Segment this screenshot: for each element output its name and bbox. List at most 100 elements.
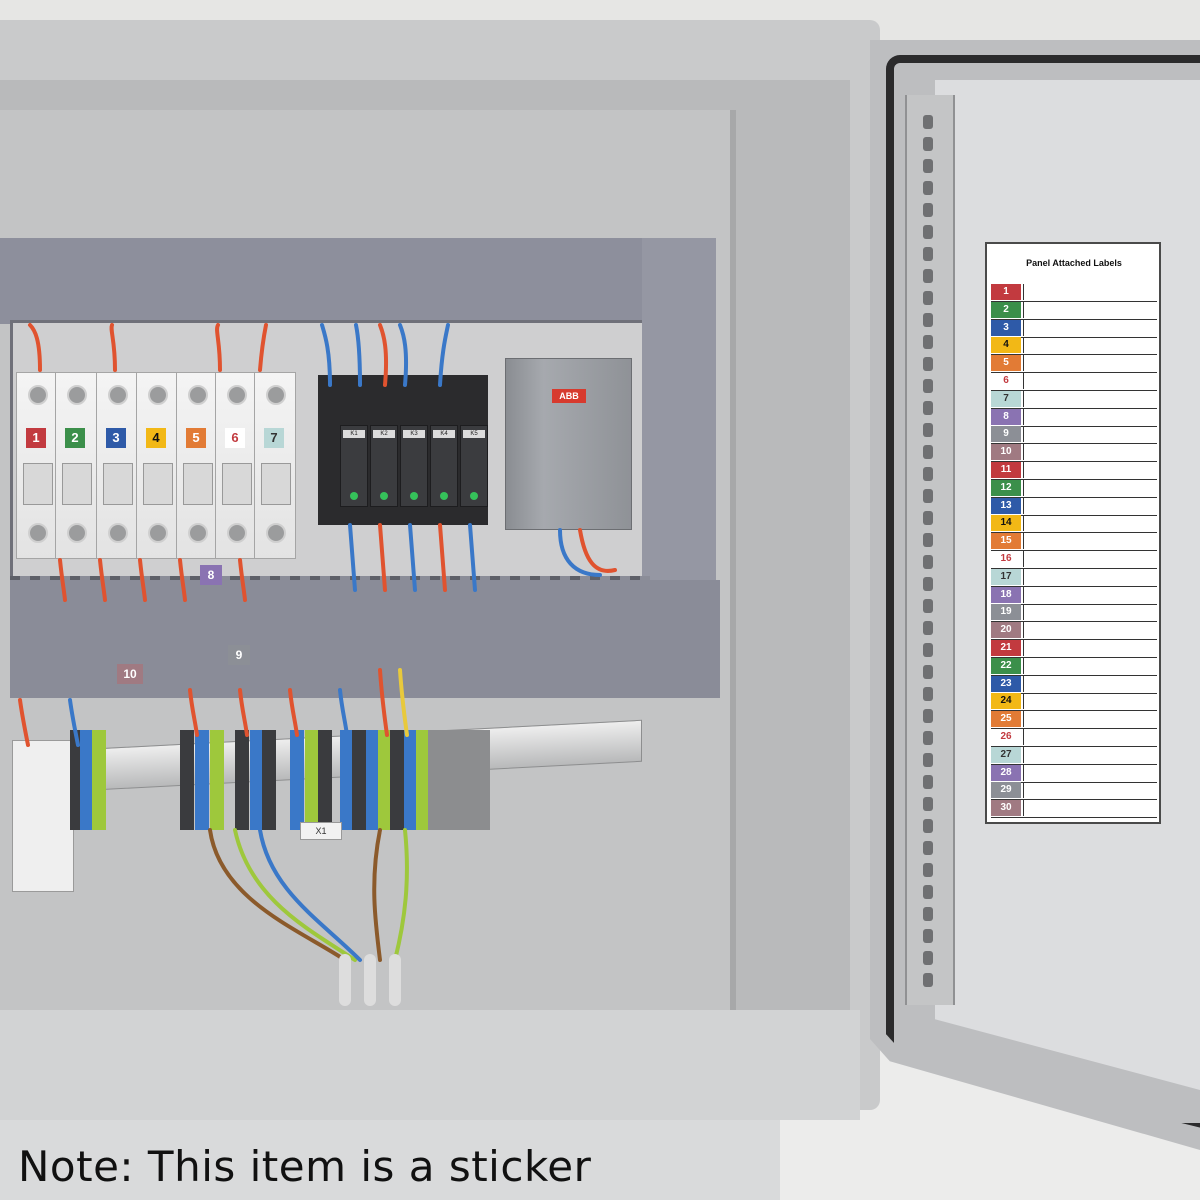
sticker-number-label: 14 xyxy=(991,515,1021,532)
sticker-row: 14 xyxy=(991,515,1158,534)
rail-slot xyxy=(923,533,933,547)
breaker-lever xyxy=(103,463,133,505)
terminal-block xyxy=(378,730,392,830)
breaker-lever xyxy=(143,463,173,505)
circuit-breaker xyxy=(136,372,178,559)
rail-slot xyxy=(923,357,933,371)
sticker-row: 20 xyxy=(991,622,1157,641)
breaker-lever xyxy=(222,463,252,505)
sticker-write-line xyxy=(1023,586,1158,603)
sticker-number-label: 3 xyxy=(991,319,1021,336)
sticker-row: 10 xyxy=(991,444,1158,463)
rail-slot xyxy=(923,775,933,789)
small-breaker xyxy=(12,740,74,892)
sticker-write-line xyxy=(1023,444,1158,461)
circuit-breaker xyxy=(254,372,296,559)
terminal-block xyxy=(416,730,430,830)
breaker-label: 4 xyxy=(146,428,166,448)
sticker-row: 17 xyxy=(991,568,1158,587)
terminal-block xyxy=(235,730,249,830)
sticker-write-line xyxy=(1023,782,1158,799)
sticker-write-line xyxy=(1023,355,1158,372)
circuit-breaker xyxy=(176,372,218,559)
rail-slot xyxy=(923,555,933,569)
sticker-number-label: 13 xyxy=(991,497,1021,514)
rail-slot xyxy=(923,269,933,283)
circuit-breaker xyxy=(215,372,257,559)
rail-slot xyxy=(923,423,933,437)
sticker-number-label: 8 xyxy=(991,408,1021,425)
relay-module: K2 xyxy=(370,425,398,507)
terminal-block xyxy=(428,730,442,830)
sticker-write-line xyxy=(1023,640,1158,656)
terminal-block xyxy=(464,730,478,830)
breaker-label: 6 xyxy=(225,428,245,448)
rail-slot xyxy=(923,379,933,393)
sticker-write-line xyxy=(1023,426,1158,443)
sticker-write-line xyxy=(1023,729,1158,745)
terminal-block xyxy=(340,730,354,830)
sticker-write-line xyxy=(1023,533,1158,550)
sticker-write-line xyxy=(1023,746,1158,763)
rail-slot xyxy=(923,907,933,921)
breaker-label: 3 xyxy=(106,428,126,448)
sticker-number-label: 28 xyxy=(991,764,1021,781)
rail-slot xyxy=(923,511,933,525)
sticker-number-label: 19 xyxy=(991,604,1021,621)
screw-icon xyxy=(266,385,286,405)
terminal-block xyxy=(476,730,490,830)
sticker-write-line xyxy=(1023,462,1158,478)
sticker-number-label: 30 xyxy=(991,800,1021,817)
rail-slot xyxy=(923,709,933,723)
sticker-number-label: 5 xyxy=(991,355,1021,372)
rail-slot xyxy=(923,159,933,173)
sticker-number-label: 6 xyxy=(991,373,1021,389)
sticker-write-line xyxy=(1023,675,1158,692)
terminal-block xyxy=(305,730,319,830)
sticker-write-line xyxy=(1023,390,1158,407)
rail-slot xyxy=(923,401,933,415)
terminal-block xyxy=(210,730,224,830)
breaker-label: 7 xyxy=(264,428,284,448)
relay-module: K1 xyxy=(340,425,368,507)
panel-tag-8: 8 xyxy=(200,565,222,585)
terminal-block xyxy=(262,730,276,830)
sticker-write-line xyxy=(1023,373,1158,389)
rail-slot xyxy=(923,137,933,151)
sticker-row: 1 xyxy=(991,284,1157,302)
sticker-row: 11 xyxy=(991,462,1157,480)
terminal-block xyxy=(318,730,332,830)
circuit-breaker xyxy=(55,372,97,559)
rail-slot xyxy=(923,643,933,657)
rail-slot xyxy=(923,753,933,767)
sticker-number-label: 16 xyxy=(991,551,1021,567)
sticker-row: 27 xyxy=(991,746,1158,765)
breaker-label: 2 xyxy=(65,428,85,448)
sticker-number-label: 1 xyxy=(991,284,1021,300)
sticker-row: 9 xyxy=(991,426,1158,445)
screw-icon xyxy=(108,385,128,405)
sticker-write-line xyxy=(1023,515,1158,532)
breaker-lever xyxy=(261,463,291,505)
terminal-block xyxy=(290,730,304,830)
relay-module: K5 xyxy=(460,425,488,507)
sticker-row: 3 xyxy=(991,319,1157,338)
sticker-row: 30 xyxy=(991,800,1158,819)
panel-tag-9: 9 xyxy=(228,645,250,665)
rail-slot xyxy=(923,841,933,855)
terminal-block xyxy=(92,730,106,830)
sticker-write-line xyxy=(1023,800,1158,817)
sticker-row: 2 xyxy=(991,301,1157,320)
sticker-write-line xyxy=(1023,568,1158,585)
rail-slot xyxy=(923,885,933,899)
sticker-number-label: 23 xyxy=(991,675,1021,692)
sticker-row: 13 xyxy=(991,497,1157,516)
sticker-row: 25 xyxy=(991,711,1157,730)
rail-slot xyxy=(923,247,933,261)
rail-slot xyxy=(923,577,933,591)
rail-slot xyxy=(923,335,933,349)
relay-module: K4 xyxy=(430,425,458,507)
breaker-lever xyxy=(62,463,92,505)
